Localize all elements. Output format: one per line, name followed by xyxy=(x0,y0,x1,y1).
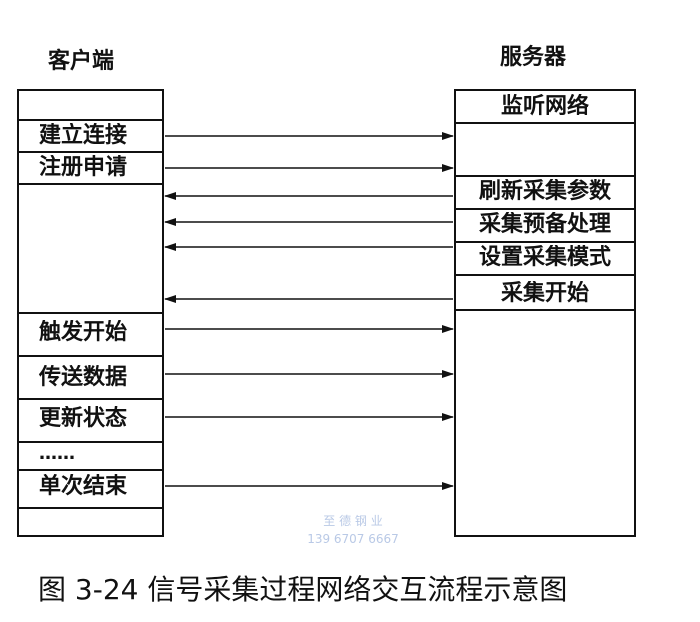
client-row-send-data: 传送数据 xyxy=(39,365,128,390)
server-divider xyxy=(456,208,634,210)
client-row-connect: 建立连接 xyxy=(39,123,128,148)
client-divider xyxy=(19,441,162,443)
client-divider xyxy=(19,469,162,471)
client-divider xyxy=(19,119,162,121)
server-divider xyxy=(456,309,634,311)
figure-caption: 图 3-24 信号采集过程网络交互流程示意图 xyxy=(38,573,568,606)
client-row-trigger-start: 触发开始 xyxy=(39,320,128,345)
server-lifeline: 监听网络 刷新采集参数 采集预备处理 设置采集模式 采集开始 xyxy=(454,89,636,537)
client-row-register: 注册申请 xyxy=(39,155,128,180)
client-row-ellipsis: …… xyxy=(39,443,75,464)
server-divider xyxy=(456,274,634,276)
server-row-pre-process: 采集预备处理 xyxy=(478,212,611,237)
client-divider xyxy=(19,507,162,509)
server-title: 服务器 xyxy=(500,45,567,70)
server-row-refresh-params: 刷新采集参数 xyxy=(478,179,611,204)
watermark-line1: 至 德 钢 业 xyxy=(323,514,383,528)
client-title: 客户端 xyxy=(48,49,115,74)
server-divider xyxy=(456,241,634,243)
client-divider xyxy=(19,151,162,153)
server-divider xyxy=(456,175,634,177)
client-row-single-end: 单次结束 xyxy=(39,474,128,499)
watermark: 至 德 钢 业 139 6707 6667 xyxy=(298,512,408,548)
server-row-set-mode: 设置采集模式 xyxy=(478,245,611,270)
client-divider xyxy=(19,183,162,185)
server-divider xyxy=(456,122,634,124)
client-divider xyxy=(19,312,162,314)
client-divider xyxy=(19,398,162,400)
client-divider xyxy=(19,355,162,357)
watermark-line2: 139 6707 6667 xyxy=(307,532,399,546)
server-row-listen: 监听网络 xyxy=(500,94,589,119)
client-lifeline: 建立连接 注册申请 触发开始 传送数据 更新状态 …… 单次结束 xyxy=(17,89,164,537)
server-row-collect-start: 采集开始 xyxy=(500,281,589,306)
client-row-update-status: 更新状态 xyxy=(39,406,128,431)
